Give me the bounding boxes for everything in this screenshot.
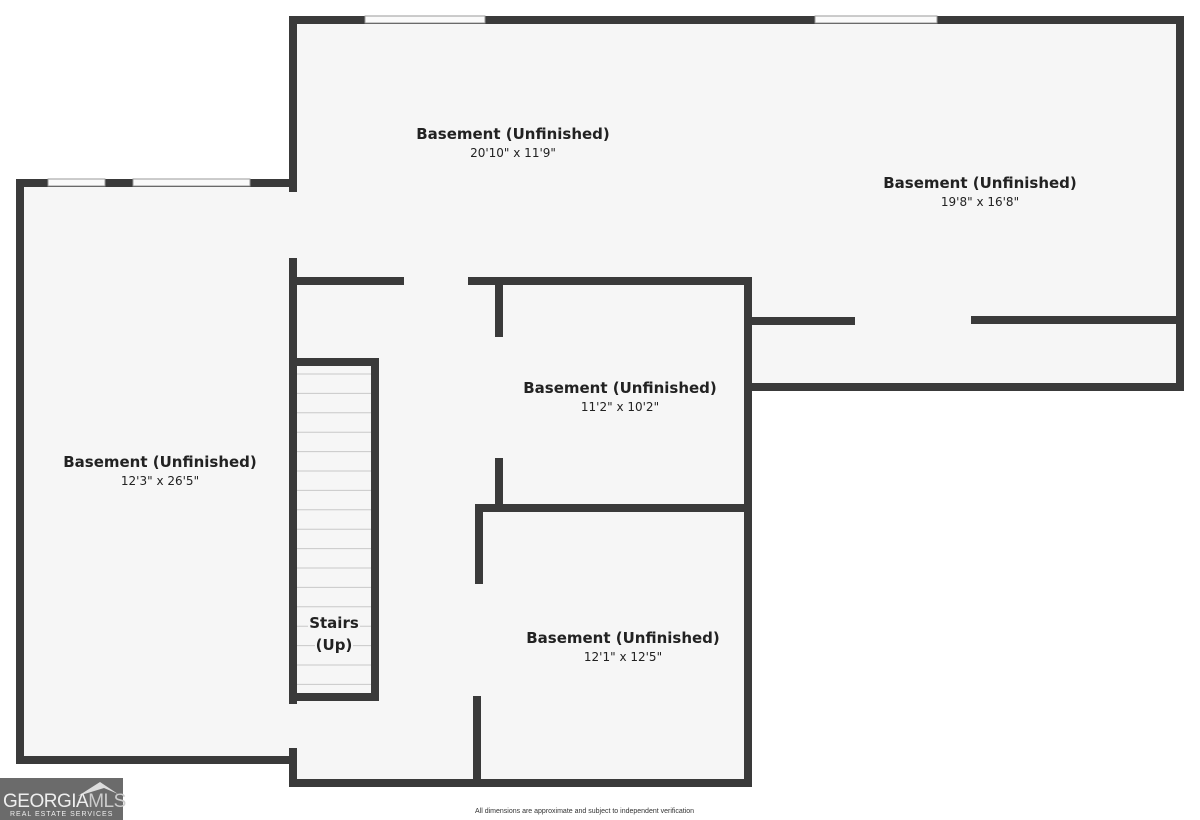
room-label: Basement (Unfinished) 12'1" x 12'5"	[526, 629, 720, 664]
room-name: Basement (Unfinished)	[63, 453, 257, 471]
room-label: Basement (Unfinished) 19'8" x 16'8"	[883, 174, 1077, 209]
window	[814, 15, 938, 24]
room-label: Basement (Unfinished) 12'3" x 26'5"	[63, 453, 257, 488]
windows	[47, 15, 938, 187]
room-dimensions: 12'1" x 12'5"	[583, 650, 663, 664]
logo-subtext: REAL ESTATE SERVICES	[10, 811, 114, 818]
window	[132, 178, 251, 187]
logo-text: GEORGIAMLS	[3, 791, 126, 812]
room-label: Basement (Unfinished) 11'2" x 10'2"	[523, 379, 717, 414]
window	[364, 15, 486, 24]
stairs-direction: (Up)	[314, 636, 354, 654]
room-dimensions: 12'3" x 26'5"	[120, 474, 200, 488]
stairs-label: Stairs (Up)	[300, 612, 368, 656]
floor-area	[20, 20, 1180, 783]
room-name: Basement (Unfinished)	[523, 379, 717, 397]
disclaimer: All dimensions are approximate and subje…	[475, 808, 695, 815]
room-name: Basement (Unfinished)	[883, 174, 1077, 192]
stairs-text: Stairs	[308, 614, 360, 632]
room-name: Basement (Unfinished)	[416, 125, 610, 143]
room-name: Basement (Unfinished)	[526, 629, 720, 647]
georgia-mls-logo: GEORGIAMLS REAL ESTATE SERVICES	[0, 778, 126, 820]
room-dimensions: 11'2" x 10'2"	[580, 400, 660, 414]
room-label: Basement (Unfinished) 20'10" x 11'9"	[416, 125, 610, 160]
room-dimensions: 19'8" x 16'8"	[940, 195, 1020, 209]
stair-treads	[297, 373, 371, 685]
window	[47, 178, 106, 187]
room-dimensions: 20'10" x 11'9"	[470, 146, 556, 160]
